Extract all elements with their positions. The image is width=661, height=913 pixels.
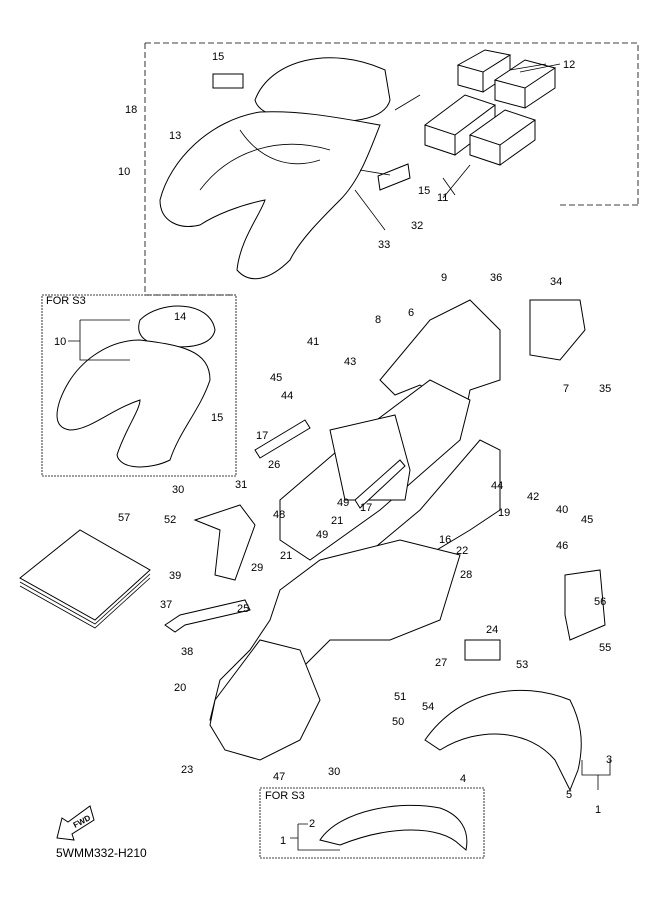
callout-52: 52: [164, 514, 176, 526]
callout-39: 39: [169, 570, 181, 582]
reflector-53: [464, 639, 501, 661]
callout-44: 44: [491, 480, 503, 492]
callout-10: 10: [118, 166, 130, 178]
callout-54: 54: [422, 701, 434, 713]
callout-17: 17: [256, 430, 268, 442]
callout-40: 40: [556, 504, 568, 516]
callout-16: 16: [439, 534, 451, 546]
callout-12: 12: [563, 59, 575, 71]
diagram-code: 5WMM332-H210: [56, 846, 147, 860]
seat-pads: [423, 49, 557, 166]
callout-49: 49: [316, 529, 328, 541]
callout-11: 11: [437, 192, 448, 204]
callout-38: 38: [181, 646, 193, 658]
callout-21: 21: [331, 515, 343, 527]
callout-50: 50: [392, 716, 404, 728]
rear-mudguard: [209, 539, 461, 761]
rear-fender-s3: [319, 804, 468, 851]
callout-43: 43: [344, 356, 356, 368]
emblem: [377, 163, 411, 191]
fwd-arrow-icon: FWD: [56, 805, 95, 841]
callout-42: 42: [527, 491, 539, 503]
callout: 10: [54, 336, 66, 348]
inset-box-s3-fender: [259, 787, 485, 859]
strap: [164, 599, 251, 633]
seat: [159, 57, 391, 280]
callout-20: 20: [174, 682, 186, 694]
callout-9: 9: [441, 272, 447, 284]
callout-45: 45: [270, 372, 282, 384]
callout-1: 1: [595, 804, 601, 816]
decal: [212, 73, 244, 89]
callout-48: 48: [273, 509, 285, 521]
callout-7: 7: [563, 383, 569, 395]
callout-27: 27: [435, 657, 447, 669]
callout: 1: [280, 835, 286, 847]
callout-49: 49: [337, 497, 349, 509]
callout-15: 15: [212, 51, 224, 63]
callout-56: 56: [594, 596, 606, 608]
callout-30: 30: [328, 766, 340, 778]
callout-4: 4: [460, 773, 466, 785]
owners-manual: [19, 529, 151, 629]
callout-30: 30: [172, 484, 184, 496]
inset-box-s3-seat: [41, 294, 237, 477]
callout-46: 46: [556, 540, 568, 552]
callout-22: 22: [456, 545, 468, 557]
callout: 15: [211, 412, 223, 424]
callout-19: 19: [498, 507, 510, 519]
callout-21: 21: [280, 550, 292, 562]
bracket-7: [529, 299, 586, 361]
callout-33: 33: [378, 239, 390, 251]
callout-47: 47: [273, 771, 285, 783]
callout-28: 28: [460, 569, 472, 581]
callout-37: 37: [160, 599, 172, 611]
callout-18: 18: [125, 104, 137, 116]
inset-title: FOR S3: [265, 790, 305, 802]
callout-44: 44: [281, 390, 293, 402]
callout-51: 51: [394, 691, 406, 703]
callout-13: 13: [169, 130, 181, 142]
callout-29: 29: [251, 562, 263, 574]
callout: 2: [309, 818, 315, 830]
callout-15: 15: [418, 185, 430, 197]
callout-57: 57: [118, 512, 130, 524]
grab-bar: [193, 504, 256, 581]
callout-53: 53: [516, 659, 528, 671]
inset-title: FOR S3: [46, 295, 86, 307]
sheet-56: [564, 569, 606, 641]
callout-5: 5: [566, 789, 572, 801]
callout-6: 6: [408, 307, 414, 319]
callout-17: 17: [360, 502, 372, 514]
callout-35: 35: [599, 383, 611, 395]
callout-25: 25: [237, 603, 249, 615]
callout-8: 8: [375, 314, 381, 326]
callout-24: 24: [486, 624, 498, 636]
callout-31: 31: [235, 479, 247, 491]
callout-32: 32: [411, 220, 423, 232]
callout-41: 41: [307, 336, 319, 348]
callout-3: 3: [606, 754, 612, 766]
callout-55: 55: [599, 642, 611, 654]
rear-fender: [424, 689, 582, 792]
callout-45: 45: [581, 514, 593, 526]
callout-26: 26: [268, 459, 280, 471]
seat-s3: [56, 305, 216, 468]
callout-34: 34: [550, 276, 562, 288]
callout-23: 23: [181, 764, 193, 776]
callout: 14: [174, 311, 186, 323]
damper-17: [254, 419, 311, 459]
callout-36: 36: [490, 272, 502, 284]
damper-17b: [354, 459, 406, 509]
